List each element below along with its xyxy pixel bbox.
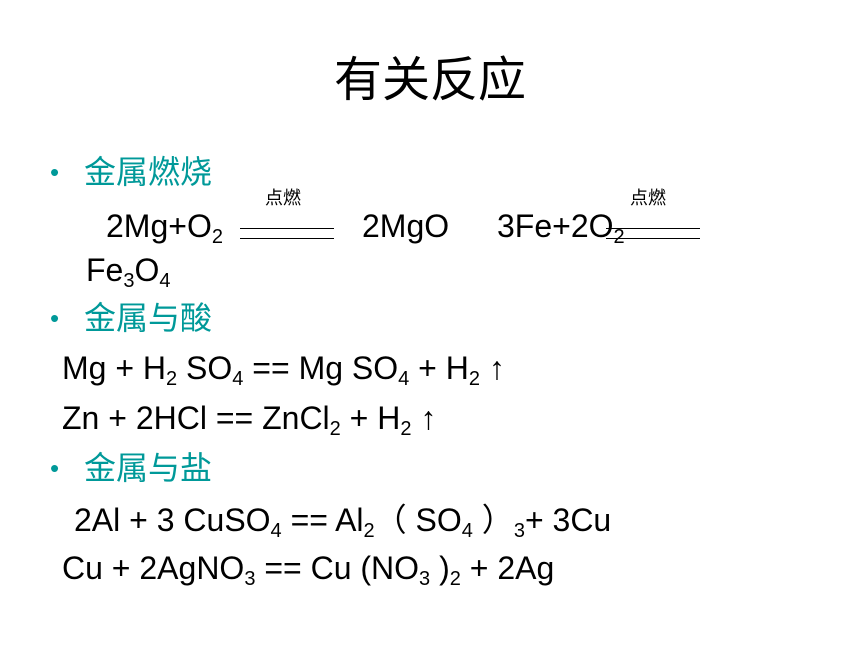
- equals-bar-top-1: [240, 228, 334, 229]
- bullet-acid: • 金属与酸: [50, 298, 212, 338]
- bullet-icon: •: [50, 303, 60, 333]
- combustion-eq2-left: 3Fe+2O2: [497, 208, 625, 248]
- condition-label-2: 点燃: [630, 188, 666, 208]
- acid-eq2: Zn + 2HCl == ZnCl2 + H2 ↑: [62, 400, 437, 440]
- combustion-eq1-left: 2Mg+O2: [106, 208, 223, 248]
- equals-bar-bottom-1: [240, 238, 334, 239]
- slide-title: 有关反应: [333, 52, 526, 108]
- bullet-icon: •: [50, 157, 60, 187]
- acid-eq1: Mg + H2 SO4 == Mg SO4 + H2 ↑: [62, 350, 505, 390]
- combustion-eq1-right: 2MgO: [362, 208, 450, 244]
- equals-bar-bottom-2: [606, 238, 700, 239]
- heading-salt: 金属与盐: [84, 450, 213, 486]
- heading-combustion: 金属燃烧: [84, 154, 213, 190]
- bullet-icon: •: [50, 453, 60, 483]
- bullet-combustion: • 金属燃烧: [50, 152, 212, 192]
- salt-eq2: Cu + 2AgNO3 == Cu (NO3 )2 + 2Ag: [62, 550, 555, 590]
- condition-label-1: 点燃: [265, 188, 301, 208]
- bullet-salt: • 金属与盐: [50, 448, 212, 488]
- combustion-eq2-product: Fe3O4: [86, 252, 171, 292]
- salt-eq1: 2Al + 3 CuSO4 == Al2（ SO4 ）3+ 3Cu: [74, 502, 612, 542]
- heading-acid: 金属与酸: [84, 300, 213, 336]
- equals-bar-top-2: [606, 228, 700, 229]
